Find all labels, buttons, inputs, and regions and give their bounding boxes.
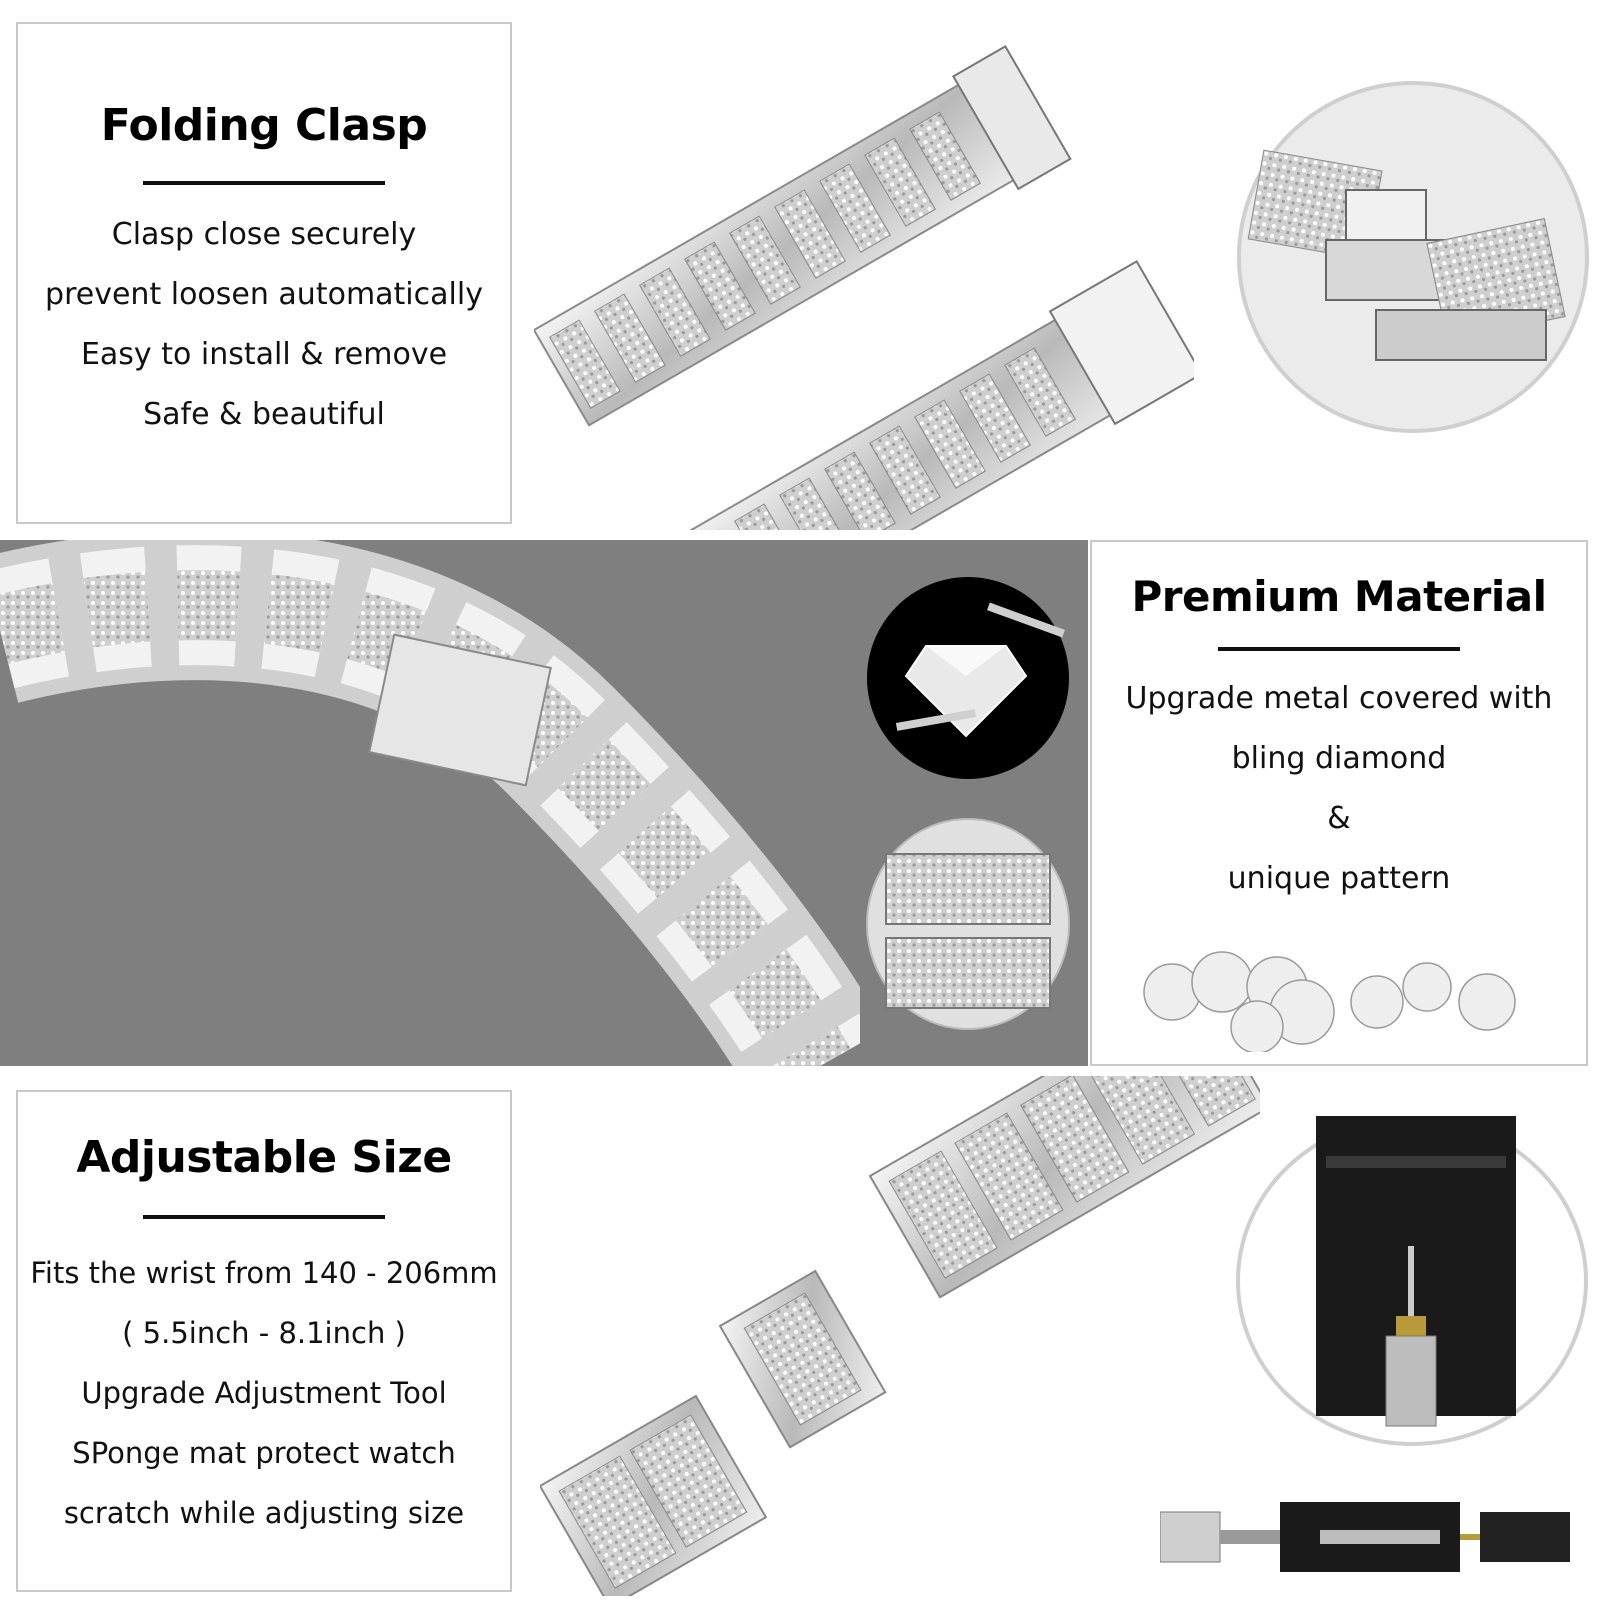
diamond-tweezers-circle bbox=[867, 577, 1069, 779]
feature-line: Safe & beautiful bbox=[143, 397, 385, 432]
folding-clasp-lines: Clasp close securely prevent loosen auto… bbox=[18, 205, 510, 445]
removed-links-photo bbox=[540, 1076, 1260, 1596]
adjustable-size-lines: Fits the wrist from 140 - 206mm ( 5.5inc… bbox=[18, 1243, 510, 1543]
title-underline bbox=[1218, 647, 1460, 651]
feature-line: SPonge mat protect watch bbox=[72, 1436, 456, 1470]
feature-line: Fits the wrist from 140 - 206mm bbox=[30, 1256, 498, 1290]
premium-material-title: Premium Material bbox=[1131, 572, 1547, 621]
premium-material-lines: Upgrade metal covered with bling diamond… bbox=[1092, 669, 1586, 909]
adjustable-size-title: Adjustable Size bbox=[76, 1132, 452, 1183]
band-clasp-photo bbox=[534, 44, 1194, 530]
feature-line: Easy to install & remove bbox=[80, 337, 448, 372]
adjustment-tool-circle bbox=[1236, 1116, 1588, 1446]
feature-line: Upgrade metal covered with bbox=[1125, 681, 1553, 716]
folding-clasp-title: Folding Clasp bbox=[100, 100, 428, 151]
feature-line: unique pattern bbox=[1227, 861, 1451, 896]
clasp-closeup-circle bbox=[1237, 81, 1589, 433]
title-underline bbox=[143, 1215, 385, 1219]
loose-diamonds-image bbox=[1143, 951, 1516, 1052]
pattern-closeup-circle bbox=[866, 818, 1070, 1030]
feature-line: scratch while adjusting size bbox=[63, 1496, 465, 1530]
adjustable-size-panel: Adjustable Size Fits the wrist from 140 … bbox=[16, 1090, 512, 1592]
premium-material-panel: Premium Material Upgrade metal covered w… bbox=[1090, 540, 1588, 1066]
feature-line: Clasp close securely bbox=[111, 217, 417, 252]
title-underline bbox=[143, 181, 385, 185]
bracelet-curve-photo bbox=[0, 540, 860, 1066]
adjustment-tool-side bbox=[1160, 1502, 1570, 1572]
feature-line: prevent loosen automatically bbox=[45, 277, 483, 312]
folding-clasp-panel: Folding Clasp Clasp close securely preve… bbox=[16, 22, 512, 524]
feature-line: & bbox=[1327, 801, 1351, 836]
feature-line: ( 5.5inch - 8.1inch ) bbox=[122, 1316, 406, 1350]
feature-line: Upgrade Adjustment Tool bbox=[81, 1376, 447, 1410]
feature-line: bling diamond bbox=[1231, 741, 1447, 776]
